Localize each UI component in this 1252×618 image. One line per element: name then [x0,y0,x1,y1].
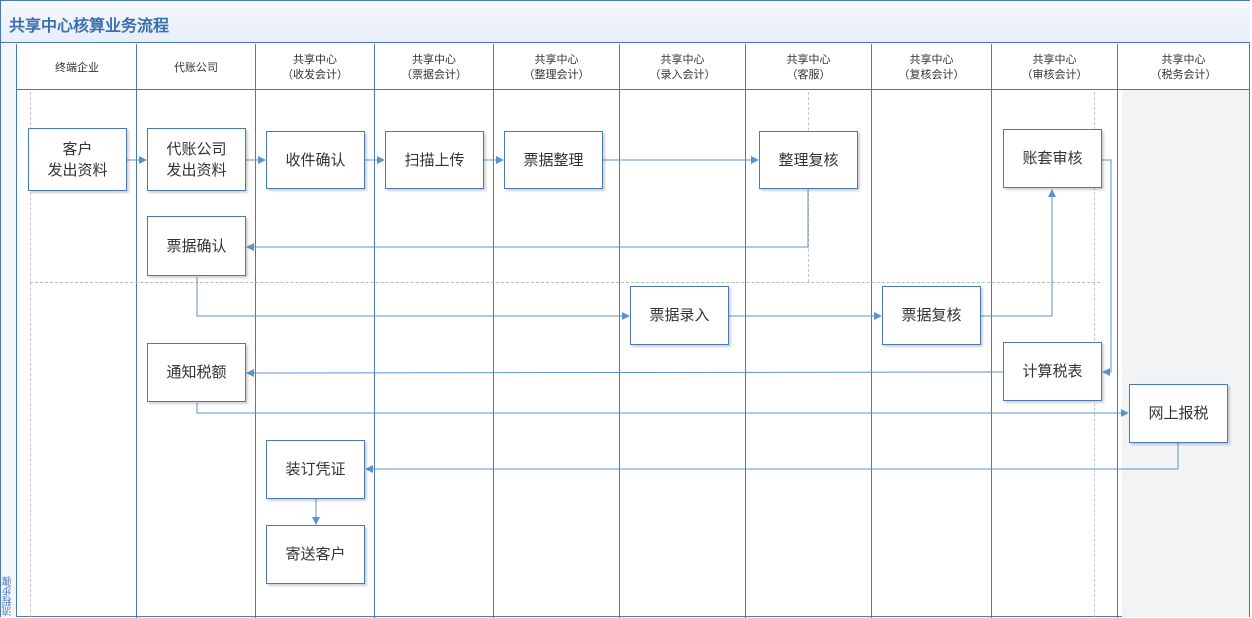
edge-notify-to-online [196,403,1129,417]
node-bill-arrange[interactable]: 票据整理 [504,131,603,189]
title-bar: 共享中心核算业务流程 [1,1,1250,43]
node-calc-tax[interactable]: 计算税表 [1003,342,1102,401]
node-receipt-confirm[interactable]: 收件确认 [266,131,365,189]
node-agency-send[interactable]: 代账公司 发出资料 [147,128,246,191]
lane-header-bills: 共享中心 （票据会计） [375,44,493,90]
left-strip [1,44,17,617]
lane-header-agency: 代账公司 [137,44,255,90]
lane-divider [136,44,137,618]
edge-calc-to-notify [246,368,1004,377]
node-online-tax[interactable]: 网上报税 [1129,384,1228,443]
lane-header-receiving: 共享中心 （收发会计） [256,44,374,90]
edge-billreview-to-audit [981,189,1056,317]
diagram-title: 共享中心核算业务流程 [9,16,170,35]
lane-header-arranging: 共享中心 （整理会计） [494,44,619,90]
lane-divider [619,44,620,618]
tax-lane-shade [1122,90,1249,617]
lane-header-terminal: 终端企业 [18,44,136,90]
lane-divider [493,44,494,618]
phase-separator [30,282,1100,283]
lane-divider [871,44,872,618]
node-scan-upload[interactable]: 扫描上传 [385,131,484,189]
guide-line [30,92,31,617]
node-bill-review[interactable]: 票据复核 [882,286,981,345]
header-divider [17,89,1250,90]
lane-header-review: 共享中心 （复核会计） [872,44,991,90]
edge-confirm-to-entry [196,277,630,320]
lane-divider [1117,44,1118,618]
node-notify-tax[interactable]: 通知税额 [147,343,246,402]
node-client-send[interactable]: 客户 发出资料 [28,128,127,191]
lane-header-tax: 共享中心 （税务会计） [1118,44,1249,90]
node-bill-entry[interactable]: 票据录入 [630,286,729,345]
lane-divider [255,44,256,618]
lane-divider [745,44,746,618]
edge-audit-to-calc [1102,159,1112,376]
node-send-client[interactable]: 寄送客户 [266,525,365,584]
edge-online-to-bind [365,443,1179,473]
lane-divider [991,44,992,618]
node-ledger-audit[interactable]: 账套审核 [1003,129,1102,188]
lane-header-entry: 共享中心 （录入会计） [620,44,745,90]
lane-header-audit: 共享中心 （审核会计） [992,44,1117,90]
node-bill-confirm[interactable]: 票据确认 [147,216,246,276]
lane-divider [374,44,375,618]
node-arrange-review[interactable]: 整理复核 [759,131,858,189]
node-bind-voucher[interactable]: 装订凭证 [266,440,365,499]
edge-review-to-confirm [246,190,809,251]
lane-header-service: 共享中心 （客服） [746,44,871,90]
